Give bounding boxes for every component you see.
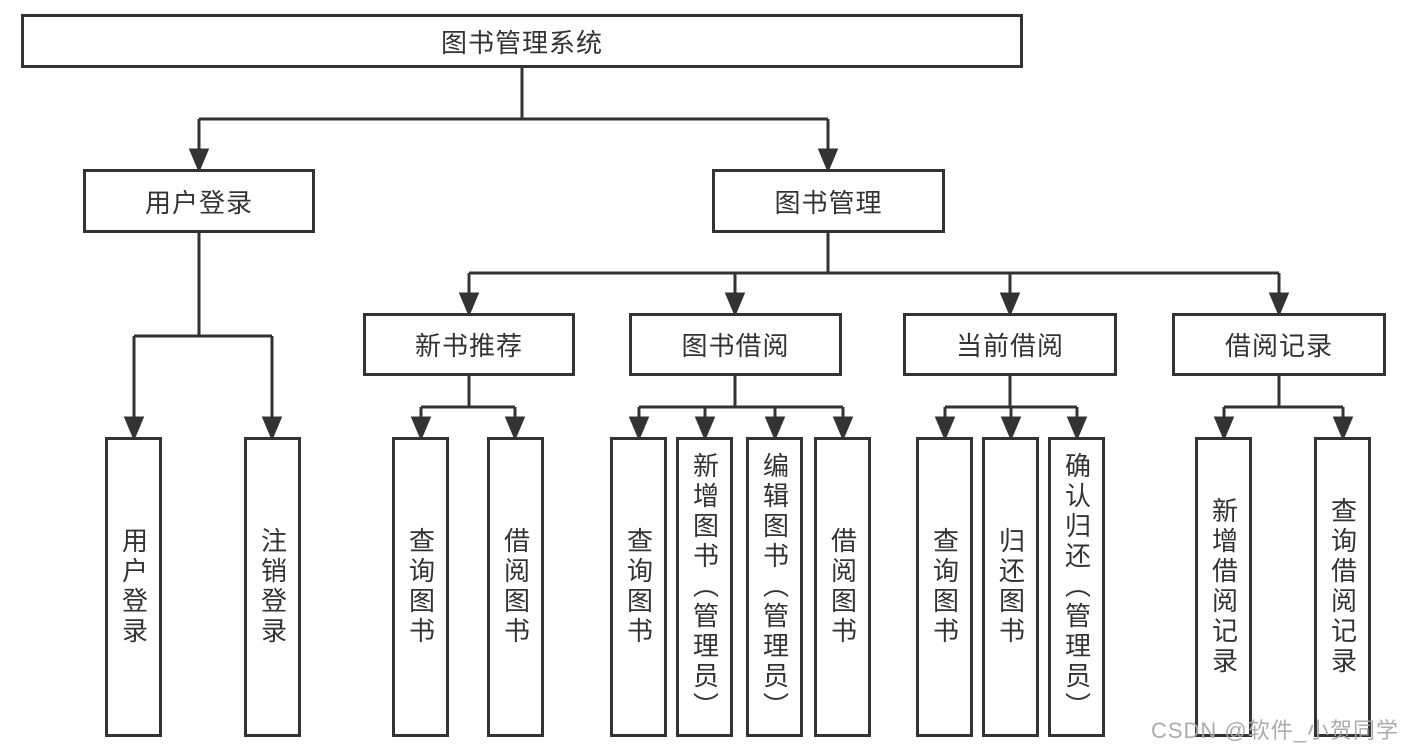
- leaf-user-login: 用户登录: [105, 437, 162, 737]
- leaf-add-books-admin: 新增图书（管理员）: [676, 437, 733, 737]
- csdn-watermark: CSDN @软件_小贺同学: [1150, 718, 1399, 743]
- leaf-add-borrow-record: 新增借阅记录: [1195, 437, 1252, 737]
- node-book-management-branch: 图书管理: [712, 169, 945, 233]
- leaf-query-borrow-record: 查询借阅记录: [1314, 437, 1371, 737]
- leaf-edit-books-admin: 编辑图书（管理员）: [746, 437, 803, 737]
- leaf-query-books-recommend: 查询图书: [392, 437, 449, 737]
- node-user-login-branch: 用户登录: [83, 169, 315, 233]
- node-current-borrow: 当前借阅: [903, 313, 1117, 376]
- leaf-borrow-books: 借阅图书: [814, 437, 871, 737]
- leaf-borrow-books-recommend: 借阅图书: [487, 437, 544, 737]
- node-borrow-records: 借阅记录: [1172, 313, 1386, 376]
- leaf-query-books-borrow: 查询图书: [610, 437, 667, 737]
- node-book-borrow: 图书借阅: [629, 313, 842, 376]
- leaf-query-books-current: 查询图书: [916, 437, 973, 737]
- leaf-return-books: 归还图书: [982, 437, 1039, 737]
- leaf-logout: 注销登录: [244, 437, 301, 737]
- leaf-confirm-return-admin: 确认归还（管理员）: [1048, 437, 1105, 737]
- node-root-system: 图书管理系统: [21, 14, 1023, 68]
- node-new-book-recommend: 新书推荐: [363, 313, 575, 376]
